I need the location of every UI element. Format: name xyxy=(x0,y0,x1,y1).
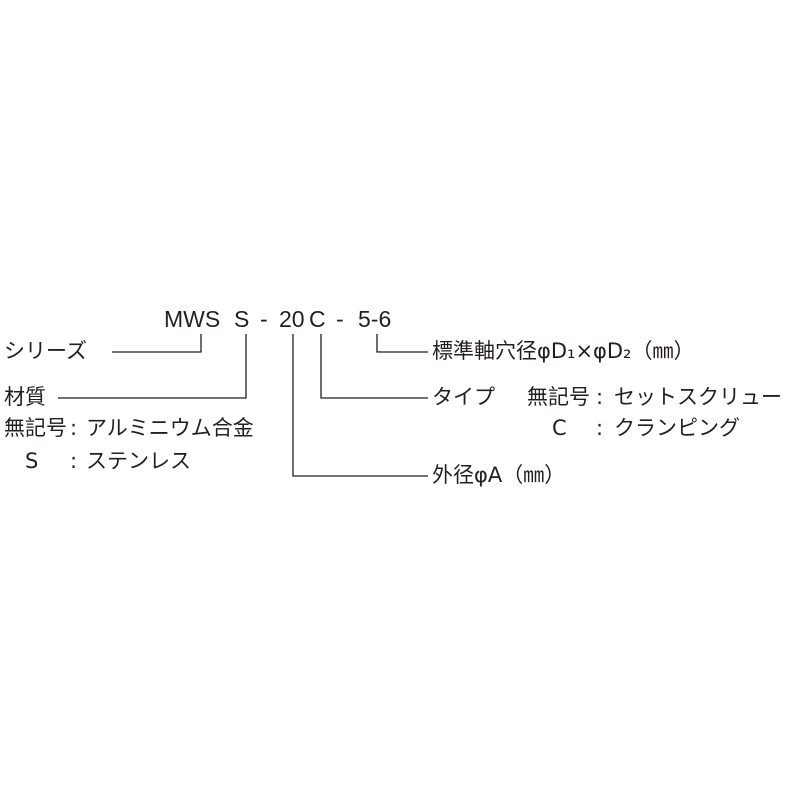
series-label: シリーズ xyxy=(4,339,87,363)
outer-diameter-label: 外径φA（㎜） xyxy=(432,463,566,487)
bore-leader xyxy=(376,334,428,353)
material-option-separator: : xyxy=(70,416,78,440)
part-code-bore: 5-6 xyxy=(358,306,392,332)
material-option-separator: : xyxy=(70,449,78,473)
material-option-code: 無記号 xyxy=(4,416,67,440)
type-option-code: 無記号 xyxy=(527,385,590,409)
outer-diameter-leader xyxy=(292,334,428,477)
part-code-diameter: 20 xyxy=(279,306,305,332)
material-option-desc: アルミニウム合金 xyxy=(86,416,254,440)
type-option-desc: クランピング xyxy=(614,416,740,440)
material-option-code: S xyxy=(25,449,39,473)
material-leader xyxy=(58,334,247,399)
type-option-separator: : xyxy=(596,385,604,409)
part-code-separator-1: - xyxy=(260,306,268,332)
type-option-separator: : xyxy=(596,416,604,440)
part-code-separator-2: - xyxy=(336,306,344,332)
material-title: 材質 xyxy=(4,385,46,409)
bore-label: 標準軸穴径φD₁×φD₂（㎜） xyxy=(432,339,695,363)
type-leader xyxy=(320,334,428,399)
part-code-type: C xyxy=(309,306,326,332)
part-code-base: MWS xyxy=(164,306,221,332)
type-option-code: C xyxy=(552,416,567,440)
material-option-desc: ステンレス xyxy=(86,449,191,473)
series-leader xyxy=(112,334,202,353)
part-code-material: S xyxy=(234,306,250,332)
type-option-desc: セットスクリュー xyxy=(614,385,782,409)
type-title: タイプ xyxy=(432,385,495,409)
